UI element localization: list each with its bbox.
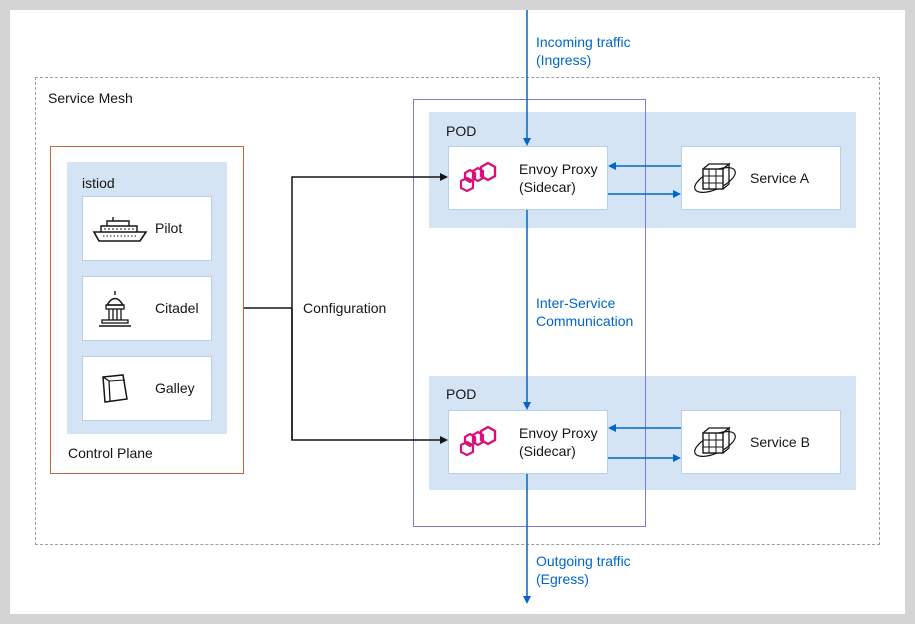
ingress-label-line1: Incoming traffic — [536, 34, 631, 50]
pod-b-label: POD — [446, 386, 477, 402]
control-plane-label: Control Plane — [68, 445, 153, 461]
service-mesh-container — [35, 77, 880, 545]
pilot-component: Pilot — [82, 196, 212, 261]
envoy-proxy-b: Envoy Proxy (Sidecar) — [448, 410, 608, 474]
service-a-box: Service A — [681, 146, 841, 210]
configuration-label: Configuration — [303, 300, 387, 316]
egress-label-line1: Outgoing traffic — [536, 553, 631, 569]
service-cube-icon — [694, 162, 736, 193]
ingress-label-line2: (Ingress) — [536, 52, 592, 68]
istiod-label: istiod — [82, 175, 115, 191]
configuration-to-proxy-b-arrow — [291, 308, 448, 444]
envoy-b-line1: Envoy Proxy — [519, 425, 598, 441]
envoy-b-line2: (Sidecar) — [519, 443, 576, 459]
egress-label-line2: (Egress) — [536, 571, 589, 587]
capitol-icon — [99, 291, 131, 327]
galley-icon — [102, 374, 128, 403]
service-b-label: Service B — [750, 434, 810, 450]
envoy-a-line2: (Sidecar) — [519, 179, 576, 195]
diagram-canvas: Service Mesh Incoming traffic (Ingress) … — [10, 10, 905, 614]
envoy-proxy-a: Envoy Proxy (Sidecar) — [448, 146, 608, 210]
galley-component: Galley — [82, 356, 212, 421]
service-b-box: Service B — [681, 410, 841, 474]
pilot-label: Pilot — [155, 220, 183, 236]
service-a-label: Service A — [750, 170, 810, 186]
galley-label: Galley — [155, 380, 195, 396]
inter-service-line2: Communication — [536, 313, 634, 329]
data-plane-box — [413, 99, 646, 527]
citadel-label: Citadel — [155, 300, 199, 316]
envoy-icon — [459, 425, 497, 457]
pod-a-label: POD — [446, 123, 477, 139]
ship-icon — [92, 217, 148, 242]
envoy-a-line1: Envoy Proxy — [519, 161, 598, 177]
connector-arrows — [244, 10, 681, 604]
service-mesh-label: Service Mesh — [48, 90, 133, 106]
service-cube-icon — [694, 426, 736, 457]
envoy-icon — [459, 161, 497, 193]
configuration-to-proxy-a-arrow — [291, 173, 448, 440]
citadel-component: Citadel — [82, 276, 212, 341]
inter-service-line1: Inter-Service — [536, 295, 616, 311]
